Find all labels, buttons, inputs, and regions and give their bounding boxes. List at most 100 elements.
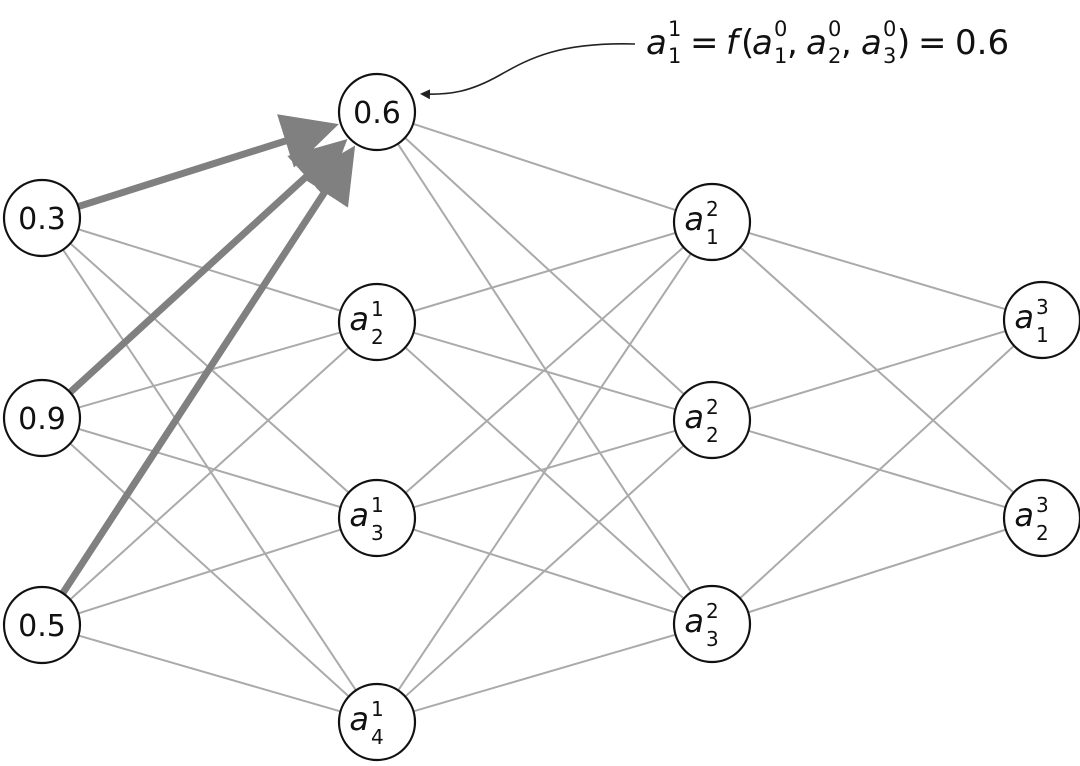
- eq-equals-1: =: [690, 23, 719, 63]
- edge: [77, 528, 342, 615]
- node-superscript: 1: [371, 697, 384, 721]
- node-var: a: [349, 700, 369, 738]
- node-circle: [337, 72, 417, 152]
- node-input-2: 0.9: [2, 378, 82, 458]
- node-var: a: [684, 200, 704, 238]
- node-circle: [337, 682, 417, 762]
- node-subscript: 4: [371, 725, 384, 749]
- edge: [397, 253, 692, 691]
- highlighted-edge: [77, 114, 339, 210]
- node-value: 0.9: [18, 402, 66, 437]
- edge: [404, 444, 685, 698]
- highlighted-edge: [59, 145, 356, 596]
- eq-arg2-sup: 0: [828, 17, 841, 41]
- edge: [62, 249, 357, 691]
- node-superscript: 2: [706, 599, 719, 623]
- node-circle: [672, 182, 752, 262]
- edge: [413, 231, 676, 313]
- annotation-arrow: [420, 43, 636, 100]
- node-var: a: [684, 602, 704, 640]
- node-subscript: 3: [371, 521, 384, 545]
- edge: [78, 427, 341, 509]
- node-subscript: 3: [706, 627, 719, 651]
- node-value: 0.6: [353, 96, 401, 131]
- node-superscript: 3: [1036, 493, 1049, 517]
- edge: [413, 633, 676, 713]
- eq-arg3-var: a: [861, 23, 882, 63]
- node-var: a: [684, 398, 704, 436]
- node-circle: [1002, 478, 1080, 558]
- eq-lhs-sub: 1: [668, 44, 681, 68]
- node-superscript: 3: [1036, 295, 1049, 319]
- eq-paren-open: (: [741, 23, 754, 63]
- activation-equation: a 1 1 = f ( a 0 1 , a 0 2 , a 0 3 ) = 0.…: [646, 17, 1009, 68]
- node-subscript: 1: [1036, 323, 1049, 347]
- eq-lhs-var: a: [646, 23, 667, 63]
- eq-arg3-sup: 0: [883, 17, 896, 41]
- node-superscript: 2: [706, 197, 719, 221]
- node-input-1: 0.3: [2, 178, 82, 258]
- eq-result: 0.6: [955, 23, 1009, 63]
- edge: [69, 346, 350, 601]
- node-subscript: 2: [371, 325, 384, 349]
- node-circle: [2, 378, 82, 458]
- node-value: 0.3: [18, 202, 66, 237]
- node-subscript: 2: [1036, 521, 1049, 545]
- eq-comma-1: ,: [787, 23, 798, 63]
- node-var: a: [1014, 496, 1034, 534]
- node-superscript: 2: [706, 395, 719, 419]
- node-input-3: 0.5: [2, 585, 82, 665]
- node-subscript: 1: [706, 225, 719, 249]
- node-superscript: 1: [371, 493, 384, 517]
- edge: [404, 136, 685, 396]
- edge: [78, 634, 341, 713]
- node-var: a: [1014, 298, 1034, 336]
- eq-paren-close: ): [897, 23, 910, 63]
- node-value: 0.5: [18, 609, 66, 644]
- node-circle: [672, 584, 752, 664]
- eq-arg1-sub: 1: [774, 44, 787, 68]
- edge: [748, 429, 1006, 509]
- highlighted-edge: [67, 138, 348, 395]
- eq-equals-2: =: [918, 23, 947, 63]
- edge: [748, 330, 1006, 410]
- edge: [739, 345, 1015, 599]
- edge: [77, 228, 342, 312]
- eq-arg1-var: a: [752, 23, 773, 63]
- node-superscript: 1: [371, 297, 384, 321]
- edge: [69, 442, 350, 698]
- edge: [396, 143, 693, 593]
- eq-arg3-sub: 3: [883, 44, 896, 68]
- eq-arg2-var: a: [806, 23, 827, 63]
- node-hidden1-1: 0.6: [337, 72, 417, 152]
- node-circle: [337, 282, 417, 362]
- edge: [404, 246, 685, 494]
- node-var: a: [349, 496, 369, 534]
- eq-comma-2: ,: [841, 23, 852, 63]
- node-circle: [1002, 280, 1080, 360]
- node-subscript: 2: [706, 423, 719, 447]
- node-var: a: [349, 300, 369, 338]
- node-circle: [2, 178, 82, 258]
- node-circle: [2, 585, 82, 665]
- edge: [748, 231, 1006, 311]
- node-circle: [672, 380, 752, 460]
- node-circle: [337, 478, 417, 558]
- eq-arg2-sub: 2: [828, 44, 841, 68]
- highlighted-edges-group: [59, 114, 356, 596]
- edge: [413, 429, 676, 509]
- eq-lhs-sup: 1: [668, 17, 681, 41]
- edge: [747, 528, 1007, 614]
- eq-arg1-sup: 0: [774, 17, 787, 41]
- edge: [412, 122, 677, 212]
